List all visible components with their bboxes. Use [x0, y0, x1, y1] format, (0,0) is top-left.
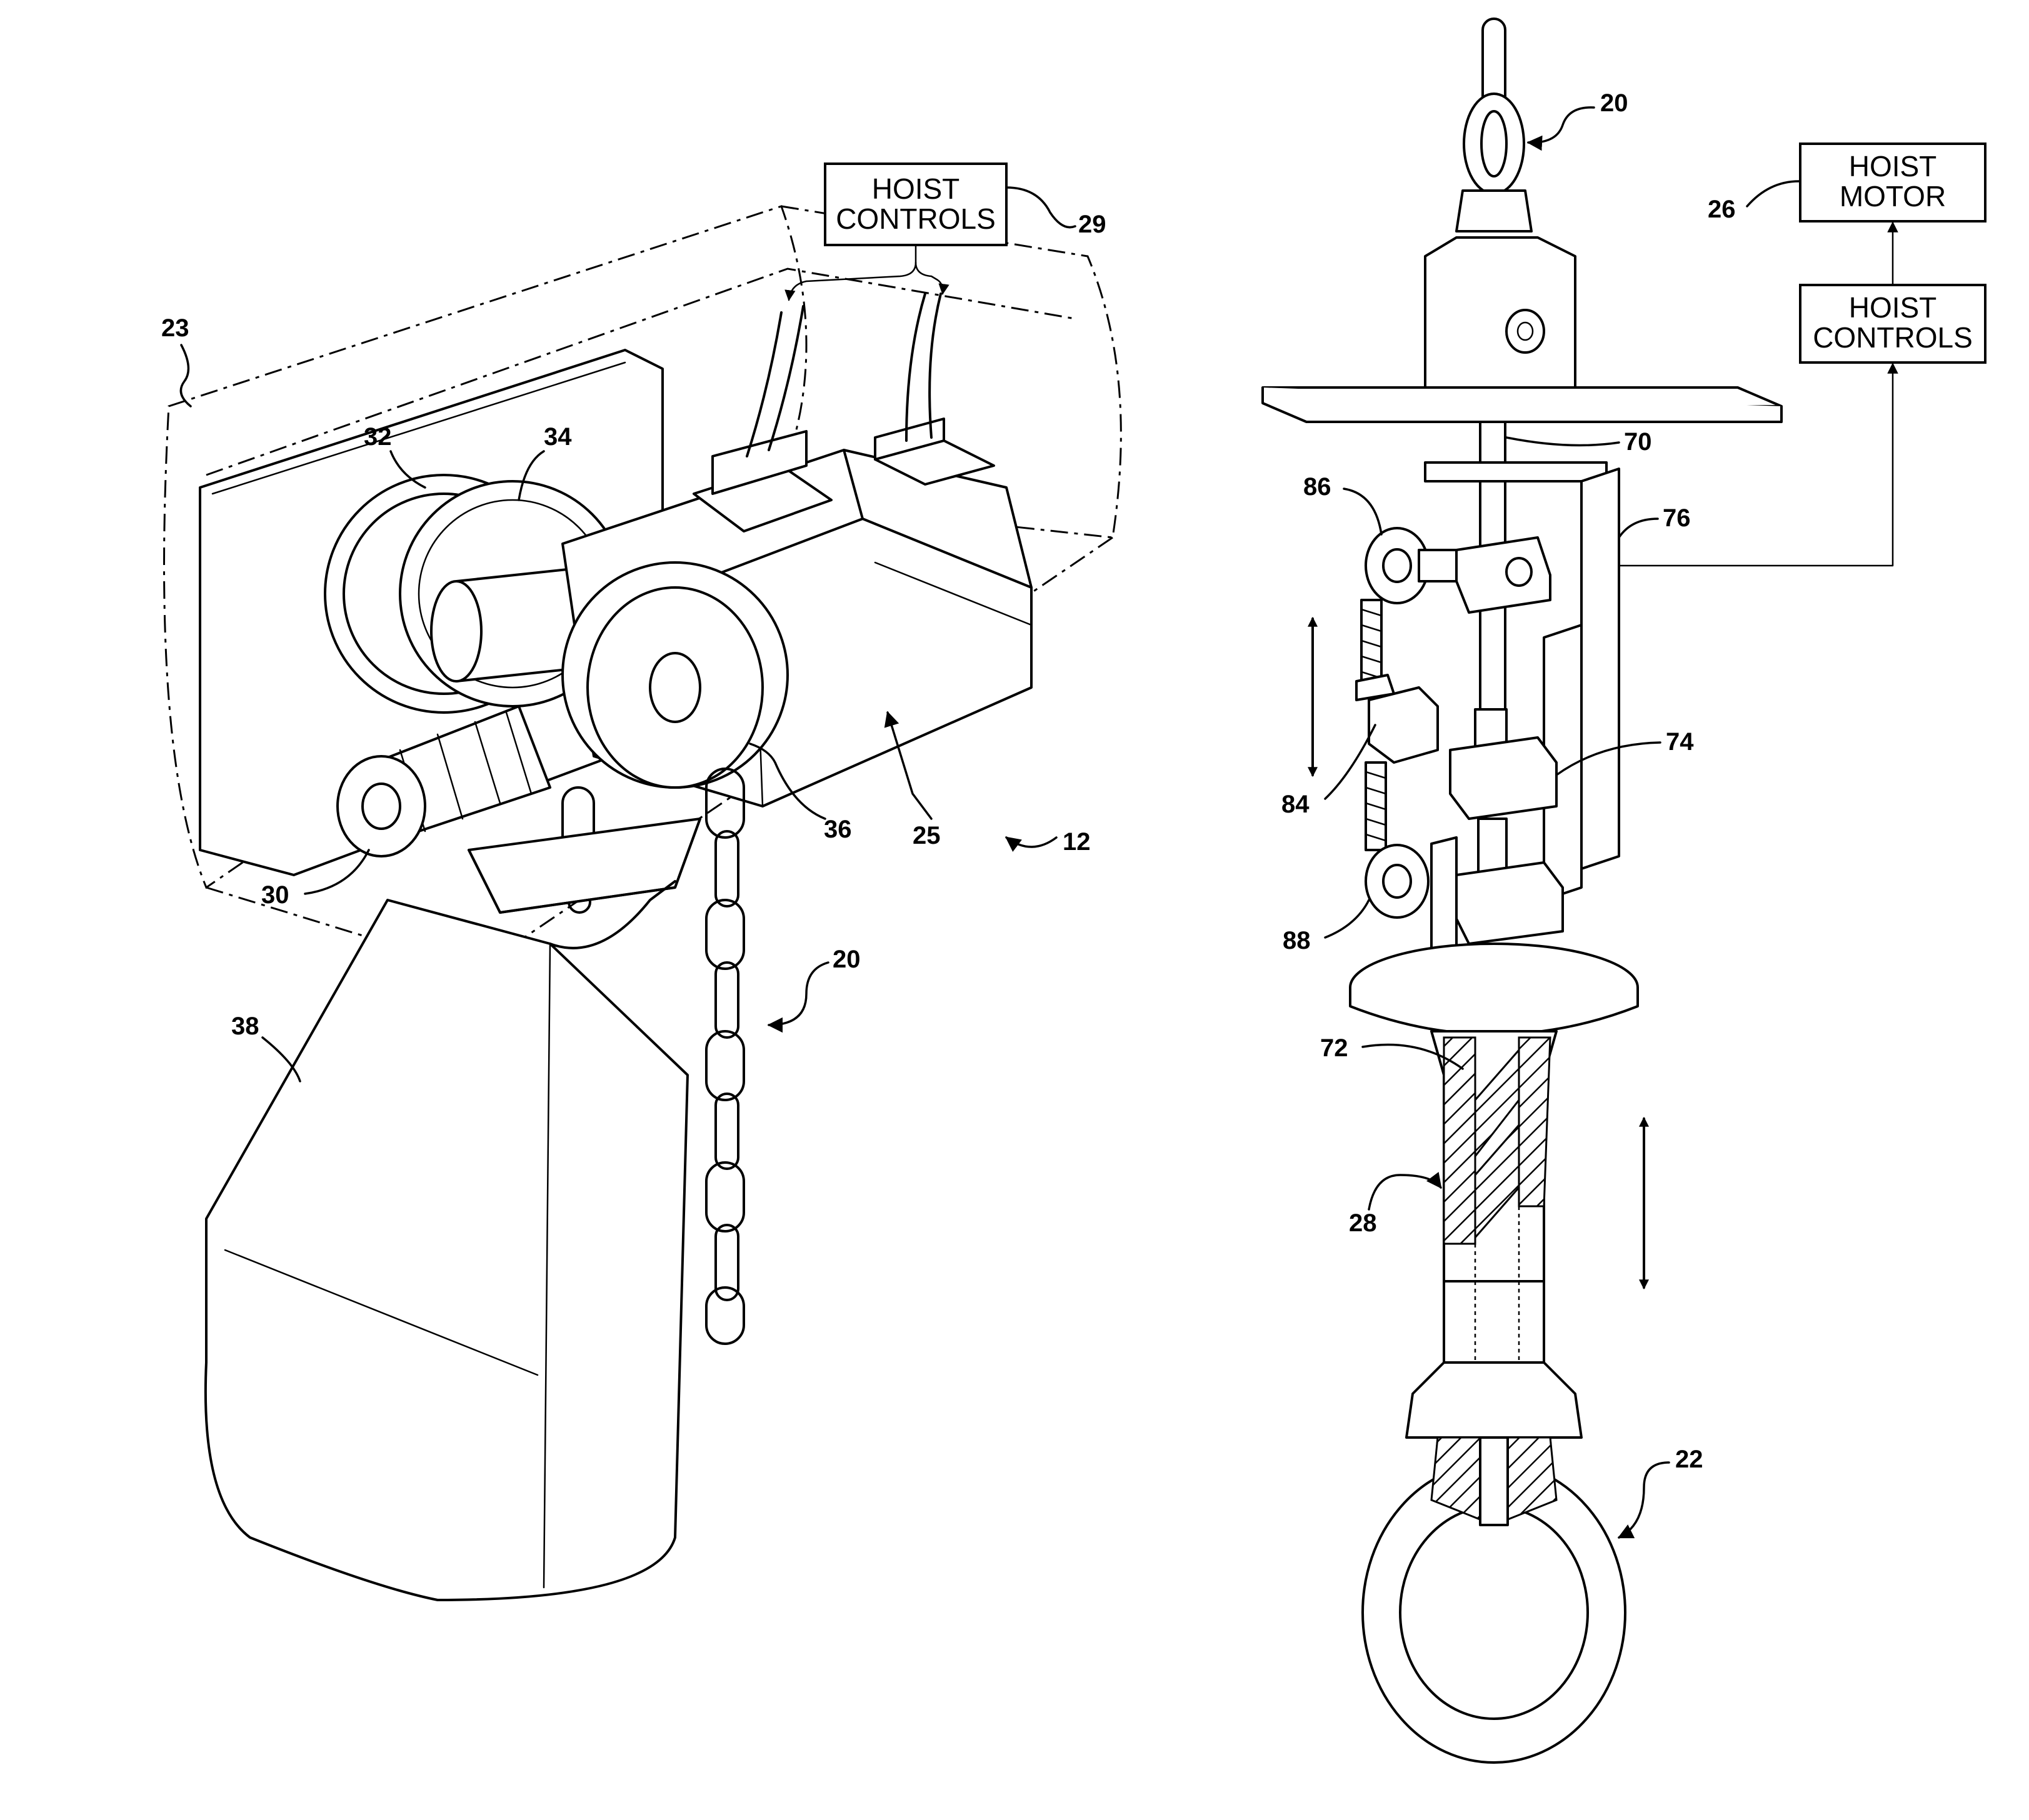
eye-22	[1361, 1436, 1626, 1764]
rod-end-88	[1365, 836, 1564, 964]
ref-20-top: 20	[1600, 89, 1628, 117]
hoist-motor-block: HOIST MOTOR	[1799, 142, 1986, 222]
ref-22: 22	[1675, 1446, 1703, 1473]
body-28	[1405, 1030, 1583, 1439]
ref-30: 30	[261, 881, 289, 909]
chain-hoist-assembly: HOIST CONTROLS 29 23 32 34 30 36 25 12 2…	[161, 162, 1122, 1601]
chain-20	[561, 768, 745, 1345]
container-38	[204, 880, 689, 1601]
cylinder-head	[1424, 236, 1576, 401]
top-shackle	[1455, 18, 1533, 232]
ref-23: 23	[161, 314, 189, 342]
hoist-motor-line2: MOTOR	[1840, 180, 1946, 212]
clamp-block	[1455, 536, 1551, 614]
ref-76: 76	[1663, 504, 1691, 532]
right-reference-labels: 20 26 70 86 76 74 84 88 72 28 22	[1281, 89, 1800, 1539]
sensor-to-controls-line	[1618, 362, 1898, 567]
block-74	[1449, 708, 1558, 876]
load-cell-assembly: HOIST MOTOR HOIST CONTROLS 20 26 70 86 7…	[1261, 18, 1986, 1764]
ref-28: 28	[1349, 1209, 1377, 1237]
ref-26: 26	[1708, 196, 1736, 223]
ref-88: 88	[1283, 927, 1311, 954]
sprocket-36	[561, 561, 789, 789]
base-flange	[1349, 942, 1639, 1036]
ref-38: 38	[231, 1012, 259, 1040]
bracket-76	[1424, 461, 1620, 901]
ref-72: 72	[1320, 1034, 1348, 1062]
ref-32: 32	[364, 423, 392, 451]
top-plate-edge	[1261, 388, 1783, 423]
ref-34: 34	[544, 423, 572, 451]
threaded-rod-84	[1355, 599, 1439, 851]
ref-70: 70	[1624, 428, 1652, 456]
ref-86: 86	[1303, 473, 1331, 501]
ref-29: 29	[1078, 211, 1106, 238]
hoist-controls-left-line2: CONTROLS	[836, 202, 996, 235]
ref-84: 84	[1281, 791, 1310, 818]
ref-12: 12	[1063, 828, 1091, 856]
ref-25: 25	[913, 822, 941, 849]
ref-20-chain: 20	[833, 946, 861, 973]
hoist-motor-line1: HOIST	[1849, 150, 1937, 182]
hoist-controls-block-left: HOIST CONTROLS	[784, 162, 1008, 301]
rod-end-86	[1365, 527, 1458, 604]
ref-74: 74	[1666, 728, 1694, 756]
hoist-controls-right-line1: HOIST	[1849, 291, 1937, 324]
chain-bucket	[468, 818, 701, 914]
hoist-controls-left-line1: HOIST	[872, 172, 960, 205]
hoist-controls-block-right: HOIST CONTROLS	[1799, 284, 1986, 364]
ref-36: 36	[824, 816, 852, 843]
hoist-controls-right-line2: CONTROLS	[1813, 321, 1973, 354]
left-reference-labels: 29 23 32 34 30 36 25 12 20 38	[161, 186, 1106, 1082]
worm-30	[336, 705, 551, 858]
